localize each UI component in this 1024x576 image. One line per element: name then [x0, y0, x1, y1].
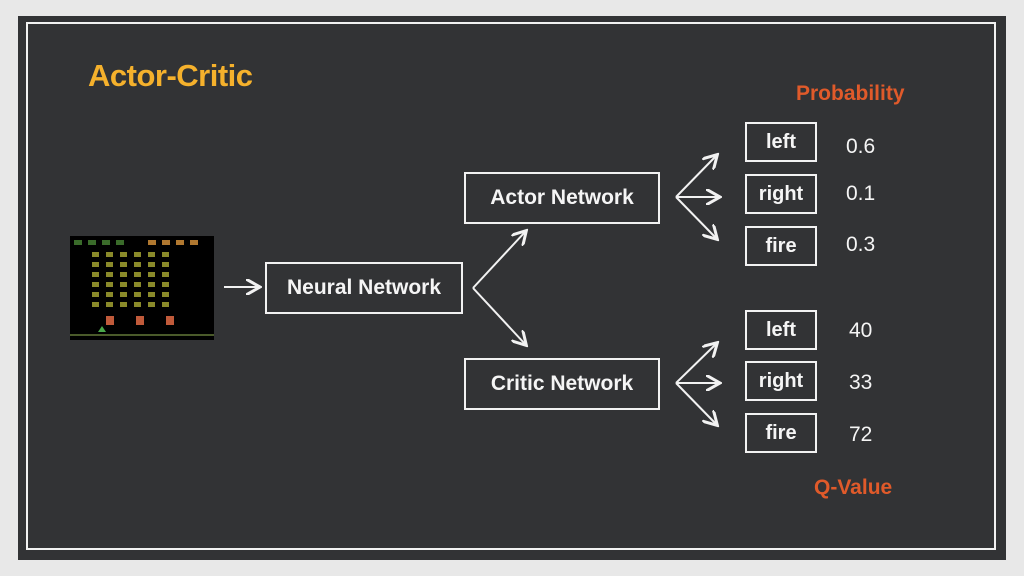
arrow-critic-fire — [675, 382, 716, 424]
actor-action-right: right — [758, 182, 804, 205]
critic-q-left: 40 — [849, 319, 873, 342]
actor-prob-fire: 0.3 — [846, 233, 876, 256]
arrow-to-critic — [472, 287, 525, 344]
actor-prob-left: 0.6 — [846, 135, 876, 158]
game-screenshot — [70, 236, 214, 340]
arrow-critic-left — [675, 344, 716, 384]
actor-action-fire: fire — [765, 234, 797, 257]
critic-action-left-box: left — [745, 310, 817, 350]
arrow-actor-left — [675, 156, 716, 198]
qvalue-label: Q-Value — [814, 476, 893, 499]
actor-action-right-box: right — [745, 174, 817, 214]
critic-network-box: Critic Network — [464, 358, 660, 410]
critic-action-fire: fire — [765, 421, 797, 444]
slide-title: Actor-Critic — [88, 58, 253, 93]
actor-network-box: Actor Network — [464, 172, 660, 224]
critic-action-right-box: right — [745, 361, 817, 401]
actor-action-left-box: left — [745, 122, 817, 162]
critic-q-right: 33 — [849, 371, 873, 394]
critic-action-fire-box: fire — [745, 413, 817, 453]
probability-label: Probability — [796, 82, 905, 105]
arrow-to-actor — [472, 232, 525, 289]
neural-network-label: Neural Network — [286, 276, 442, 299]
arrow-actor-fire — [675, 196, 716, 238]
actor-action-fire-box: fire — [745, 226, 817, 266]
critic-action-left: left — [766, 318, 796, 341]
game-screenshot-image — [70, 236, 214, 340]
critic-action-right: right — [758, 369, 804, 392]
slide-frame — [26, 22, 996, 550]
actor-action-left: left — [766, 130, 796, 153]
actor-network-label: Actor Network — [490, 186, 634, 209]
actor-prob-right: 0.1 — [846, 182, 876, 205]
neural-network-box: Neural Network — [265, 262, 463, 314]
critic-network-label: Critic Network — [490, 372, 634, 395]
critic-q-fire: 72 — [849, 423, 873, 446]
